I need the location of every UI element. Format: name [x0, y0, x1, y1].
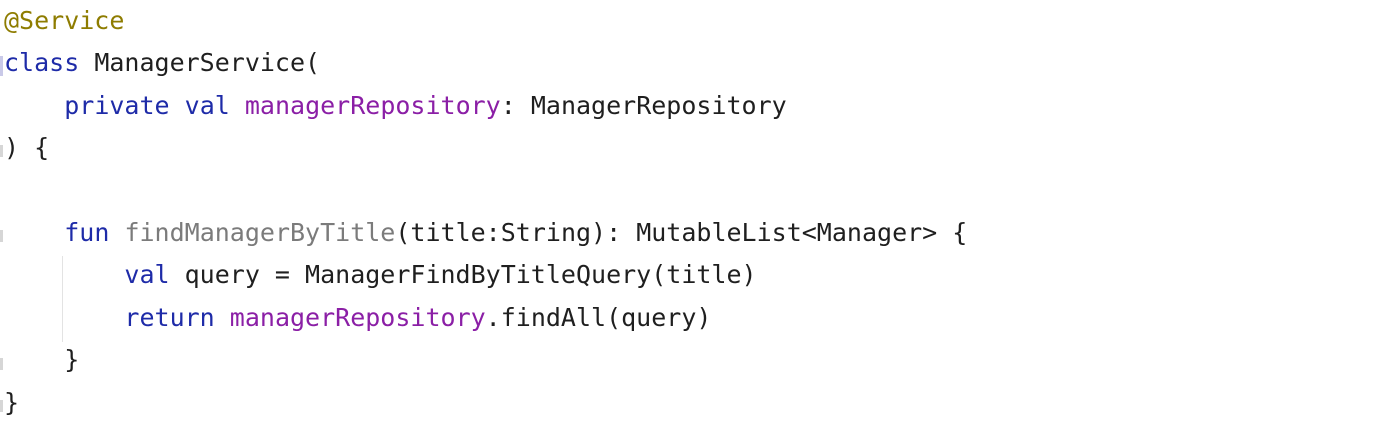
code-token [4, 91, 64, 120]
code-token: fun [64, 217, 110, 247]
code-line[interactable]: class ManagerService( [4, 42, 967, 84]
fold-gutter-marker [0, 145, 3, 157]
code-token: query = ManagerFindByTitleQuery(title) [169, 260, 757, 290]
code-line[interactable]: private val managerRepository: ManagerRe… [4, 85, 967, 127]
code-token [109, 218, 124, 247]
code-line[interactable] [4, 170, 967, 212]
code-line[interactable]: } [4, 339, 967, 381]
code-token: : ManagerRepository [500, 90, 787, 120]
code-token: managerRepository [229, 302, 486, 332]
code-token: ManagerService( [79, 48, 321, 78]
indent-guide [62, 256, 63, 342]
fold-gutter-marker [0, 358, 3, 370]
code-token [230, 91, 245, 120]
fold-gutter-marker [0, 56, 3, 76]
code-token: } [4, 345, 80, 375]
code-token [4, 218, 64, 247]
code-line[interactable]: } [4, 382, 967, 424]
fold-gutter-marker [0, 400, 3, 412]
code-line[interactable]: val query = ManagerFindByTitleQuery(titl… [4, 254, 967, 296]
code-text[interactable]: @Service class ManagerService( private va… [4, 0, 967, 424]
code-token [170, 91, 185, 120]
code-token: managerRepository [244, 90, 501, 120]
code-token: .findAll(query) [485, 302, 712, 332]
code-token: val [184, 90, 230, 120]
code-token [4, 260, 124, 289]
code-token [4, 303, 124, 332]
code-token: private [64, 90, 170, 120]
fold-gutter-marker [0, 230, 3, 242]
code-token: val [124, 260, 170, 290]
code-token: class [4, 48, 80, 78]
code-token [215, 303, 230, 332]
code-token: (title:String): MutableList<Manager> { [395, 217, 968, 247]
code-token: findManagerByTitle [124, 217, 396, 247]
code-line[interactable]: @Service [4, 0, 967, 42]
code-token: ) { [4, 133, 50, 163]
code-line[interactable]: ) { [4, 127, 967, 169]
code-token: @Service [4, 6, 125, 35]
code-line[interactable]: return managerRepository.findAll(query) [4, 297, 967, 339]
code-token: } [4, 387, 20, 417]
code-line[interactable]: fun findManagerByTitle(title:String): Mu… [4, 212, 967, 254]
code-token: return [124, 302, 215, 332]
